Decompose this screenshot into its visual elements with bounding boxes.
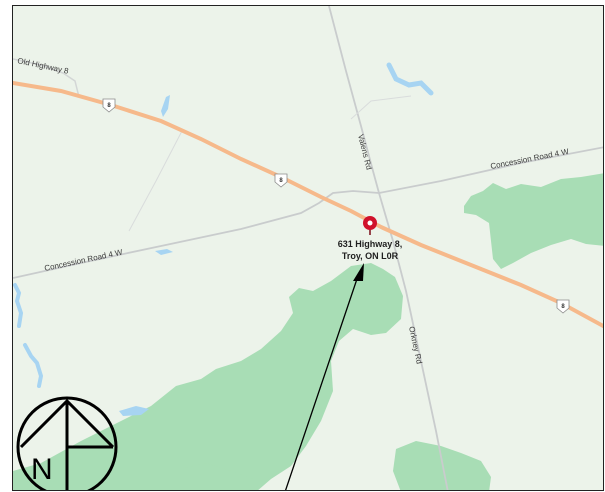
pond-northeast: [386, 62, 434, 96]
address-line-1: 631 Highway 8,: [338, 239, 403, 249]
farm-track-north: [350, 95, 412, 120]
svg-text:8: 8: [279, 178, 283, 184]
north-arrow-icon: N: [16, 396, 118, 490]
forest-area-southwest: [176, 463, 253, 490]
highway-8-road: [13, 81, 603, 329]
address-line-2: Troy, ON L0R: [342, 251, 399, 261]
valens-rd-road: [328, 6, 449, 490]
highway-8-shield: 8: [556, 299, 570, 314]
concession-road-4w-east: [378, 146, 603, 194]
svg-text:8: 8: [561, 304, 565, 310]
pointer-arrow-icon: [284, 263, 364, 490]
location-pin-icon[interactable]: [363, 216, 377, 235]
concession-road-4w-west: [13, 190, 380, 279]
stream-west-1: [13, 283, 24, 328]
highway-8-shield: 8: [102, 98, 116, 113]
pond-southwest: [119, 406, 149, 416]
map-canvas[interactable]: 8 8 8 Old Highway 8 Concession Road 4 W …: [13, 6, 604, 491]
old-highway-8-road: [13, 58, 80, 98]
highway-8-shield: 8: [274, 173, 288, 188]
pond-center-west: [155, 249, 173, 255]
stream-west-2: [23, 343, 44, 388]
forest-area-east: [464, 173, 603, 269]
farm-track-diagonal: [128, 128, 184, 232]
north-arrow-letter: N: [31, 453, 53, 486]
svg-text:8: 8: [107, 103, 111, 109]
map-frame: 8 8 8 Old Highway 8 Concession Road 4 W …: [12, 5, 604, 491]
pond-north: [161, 95, 170, 117]
